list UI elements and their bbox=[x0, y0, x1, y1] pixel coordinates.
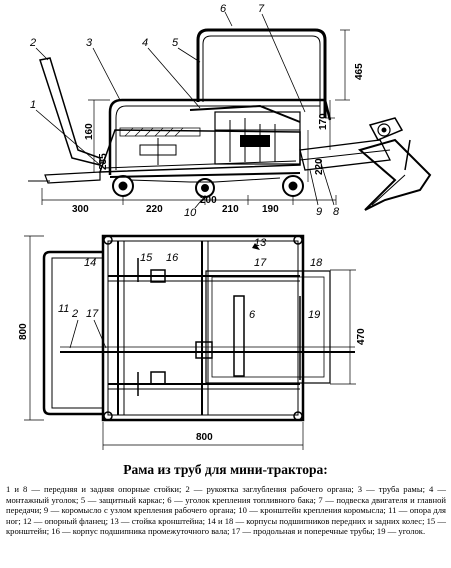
side-label-1: 1 bbox=[30, 99, 36, 111]
frame-pipe-top bbox=[108, 98, 332, 175]
side-label-10: 10 bbox=[184, 207, 197, 219]
side-view: 6 7 2 3 4 5 1 9 8 10 465 170 220 160 285 bbox=[28, 3, 432, 219]
plan-label-13: 13 bbox=[254, 237, 267, 249]
mounting-angle bbox=[189, 104, 301, 123]
bearing-housing-bottom bbox=[150, 371, 166, 385]
dim-470: 470 bbox=[356, 328, 367, 345]
figure-caption: Рама из труб для мини-трактора: bbox=[123, 462, 328, 477]
dim-800-v: 800 bbox=[18, 323, 29, 340]
plan-outer-frame bbox=[101, 234, 305, 422]
side-label-8: 8 bbox=[333, 206, 340, 218]
plan-label-14: 14 bbox=[84, 257, 96, 269]
plan-label-2: 2 bbox=[71, 308, 78, 320]
dim-300: 300 bbox=[72, 204, 89, 215]
dim-160: 160 bbox=[84, 123, 95, 140]
dim-220: 220 bbox=[314, 158, 325, 175]
dim-285: 285 bbox=[98, 153, 109, 170]
protective-cage bbox=[196, 28, 327, 118]
bearing-housing-top bbox=[150, 269, 166, 283]
plan-label-6: 6 bbox=[249, 309, 256, 321]
depth-handle bbox=[39, 57, 101, 166]
plan-label-17: 17 bbox=[86, 308, 99, 320]
side-label-3: 3 bbox=[86, 37, 93, 49]
figure-legend: 1 и 8 — передняя и задняя опорные стойки… bbox=[6, 484, 446, 537]
plan-label-11: 11 bbox=[58, 303, 69, 315]
dim-190: 190 bbox=[262, 204, 279, 215]
rocker-arm bbox=[299, 139, 391, 171]
side-label-4: 4 bbox=[142, 37, 148, 49]
plan-label-17-top: 17 bbox=[254, 257, 267, 269]
frame-drawing: 6 7 2 3 4 5 1 9 8 10 465 170 220 160 285 bbox=[18, 3, 432, 450]
dim-465: 465 bbox=[354, 63, 365, 80]
working-body bbox=[357, 117, 432, 211]
plan-label-19: 19 bbox=[308, 309, 320, 321]
dim-200: 200 bbox=[200, 195, 217, 206]
plan-label-16: 16 bbox=[166, 252, 179, 264]
dim-220-h: 220 bbox=[146, 204, 163, 215]
side-label-5: 5 bbox=[172, 37, 179, 49]
side-label-2: 2 bbox=[29, 37, 36, 49]
side-label-9: 9 bbox=[316, 206, 322, 218]
plan-label-18: 18 bbox=[310, 257, 323, 269]
engine-mount bbox=[214, 111, 301, 165]
plan-view: 14 15 16 13 17 18 11 2 17 6 19 800 470 8… bbox=[18, 234, 367, 450]
legend-text: 1 и 8 — передняя и задняя опорные стойки… bbox=[6, 484, 446, 537]
side-label-7: 7 bbox=[258, 3, 265, 15]
footrest bbox=[42, 250, 103, 416]
dim-210: 210 bbox=[222, 204, 239, 215]
dim-170: 170 bbox=[318, 113, 329, 130]
plan-label-15: 15 bbox=[140, 252, 153, 264]
side-label-6: 6 bbox=[220, 3, 227, 15]
dim-800-h: 800 bbox=[196, 432, 213, 443]
